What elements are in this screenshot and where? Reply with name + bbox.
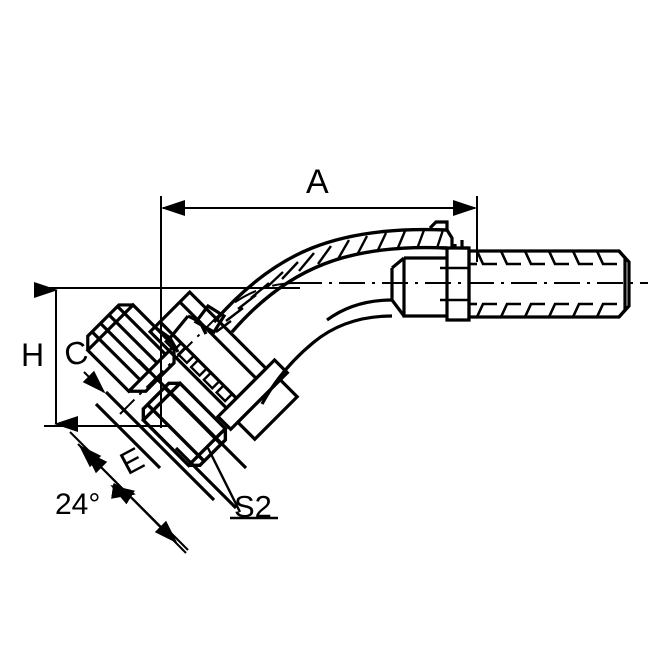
ferrule-shoulder [441, 240, 471, 322]
barb-serrations-bottom [469, 302, 617, 318]
barb-serrations-top [469, 250, 617, 266]
elbow-hatch-ticks [215, 229, 445, 333]
leader-S2 [206, 447, 278, 520]
elbow-lug [193, 303, 227, 335]
label-angle-24-degrees: 24° [55, 488, 100, 522]
collar-band [390, 256, 447, 318]
label-dimension-H: H [21, 337, 45, 373]
dimension-C [82, 370, 106, 394]
cone-tip-detail [155, 314, 208, 353]
centerline-bend-axis [119, 282, 297, 415]
elbow-inner-wall [260, 298, 393, 405]
angle-value: 24 [55, 488, 89, 521]
barb-bore-lines [440, 266, 469, 302]
elbow-top-step [428, 220, 454, 248]
elbow-outer-band [212, 227, 448, 334]
label-hex-S2: S2 [234, 489, 272, 524]
degree-symbol: ° [88, 488, 101, 521]
label-dimension-A: A [306, 163, 329, 201]
dimension-E [69, 431, 189, 551]
